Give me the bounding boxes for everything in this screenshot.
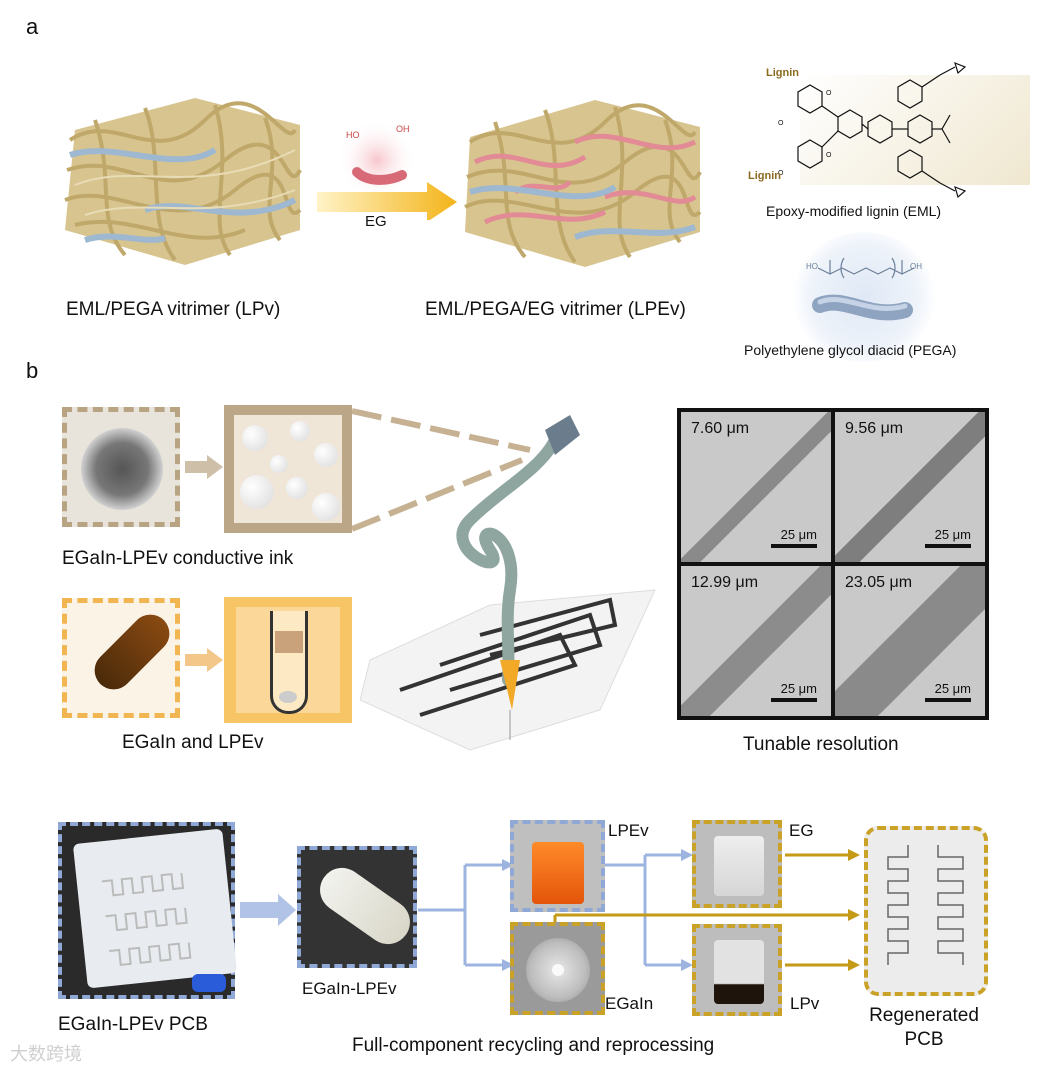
lpv-beaker-photo xyxy=(714,940,764,1004)
egain-lpev-tube-caption: EGaIn-LPEv xyxy=(302,979,397,998)
resolution-caption: Tunable resolution xyxy=(743,734,899,755)
micrograph-value: 9.56 μm xyxy=(845,420,904,437)
svg-text:O: O xyxy=(826,152,832,159)
lpv-network-illustration xyxy=(64,98,302,265)
eml-structure: O O O O xyxy=(778,61,967,199)
pega-oh-label: OH xyxy=(910,262,922,271)
eg-label: EG xyxy=(789,821,814,840)
ink-caption: EGaIn-LPEv conductive ink xyxy=(62,548,294,569)
egain-lpev-caption: EGaIn and LPEv xyxy=(122,732,264,753)
watermark: 大数跨境 xyxy=(10,1044,82,1064)
regenerated-pcb-frame xyxy=(864,826,988,996)
tube-zoom-frame xyxy=(224,597,352,723)
scale-bar xyxy=(925,698,971,702)
vial-arrow xyxy=(185,648,223,672)
vial-photo xyxy=(86,606,178,698)
eg-ho-label: HO xyxy=(346,130,360,140)
eml-caption: Epoxy-modified lignin (EML) xyxy=(766,203,942,219)
pcb-caption: EGaIn-LPEv PCB xyxy=(58,1014,208,1035)
lpev-network-illustration xyxy=(464,100,702,267)
lpev-beaker-photo xyxy=(532,842,584,904)
pcb-photo-frame xyxy=(58,822,238,999)
printing-illustration xyxy=(360,415,656,751)
panel-label-b: b xyxy=(26,358,39,383)
scale-bar xyxy=(925,544,971,548)
micrograph-value: 12.99 μm xyxy=(691,574,759,591)
regenerated-pcb-circuit xyxy=(887,845,964,965)
pega-structure xyxy=(812,257,915,321)
lignin-bottom-label: Lignin xyxy=(748,170,781,182)
lpev-caption: EML/PEGA/EG vitrimer (LPEv) xyxy=(425,299,686,320)
tube-illustration xyxy=(270,611,308,714)
lpev-label: LPEv xyxy=(608,821,649,840)
pega-ho-label: HO xyxy=(806,262,818,271)
pega-caption: Polyethylene glycol diacid (PEGA) xyxy=(744,342,957,358)
lpev-beaker-frame xyxy=(510,820,605,912)
scale-bar-label: 25 μm xyxy=(934,527,971,542)
recycling-flow-arrows xyxy=(240,849,860,971)
pcb-photo xyxy=(72,828,238,989)
egain-lpev-tube-frame xyxy=(297,846,419,968)
lpv-label: LPv xyxy=(790,994,820,1013)
egain-lpev-tube-photo xyxy=(311,859,419,953)
micrograph-9-56: 9.56 μm 25 μm xyxy=(835,412,985,562)
eg-oh-label: OH xyxy=(396,124,410,134)
regenerated-caption-line2: PCB xyxy=(904,1029,944,1050)
ink-droplets xyxy=(234,415,342,523)
regenerated-caption-line1: Regenerated xyxy=(869,1005,979,1026)
svg-text:O: O xyxy=(826,90,832,97)
svg-text:O: O xyxy=(778,170,784,177)
egain-label: EGaIn xyxy=(605,994,654,1013)
egain-dish-frame xyxy=(510,922,605,1015)
scale-bar-label: 25 μm xyxy=(780,527,817,542)
egain-dish-photo xyxy=(526,938,590,1002)
scale-bar-label: 25 μm xyxy=(780,681,817,696)
micrograph-23-05: 23.05 μm 25 μm xyxy=(835,566,985,716)
micrograph-7-60: 7.60 μm 25 μm xyxy=(681,412,831,562)
eg-beaker-photo xyxy=(714,836,764,896)
zoom-projection-lines xyxy=(352,408,531,532)
panel-label-a: a xyxy=(26,14,39,39)
micrograph-12-99: 12.99 μm 25 μm xyxy=(681,566,831,716)
ink-vial-photo xyxy=(81,428,163,510)
lpv-caption: EML/PEGA vitrimer (LPv) xyxy=(66,299,281,320)
scale-bar xyxy=(771,698,817,702)
scale-bar xyxy=(771,544,817,548)
ink-arrow xyxy=(185,455,223,479)
vial-photo-frame xyxy=(62,598,180,718)
process-caption: Full-component recycling and reprocessin… xyxy=(352,1035,715,1056)
micrograph-grid: 7.60 μm 25 μm 9.56 μm 25 μm 12.99 μm 25 … xyxy=(677,408,989,720)
lignin-top-label: Lignin xyxy=(766,67,799,79)
lpv-beaker-frame xyxy=(692,924,782,1016)
eg-arrow xyxy=(317,120,457,220)
micrograph-value: 23.05 μm xyxy=(845,574,913,591)
eg-beaker-frame xyxy=(692,820,782,908)
ink-photo-frame xyxy=(62,407,180,527)
micrograph-value: 7.60 μm xyxy=(691,420,750,437)
eg-arrow-label: EG xyxy=(365,213,387,230)
ink-zoom-frame xyxy=(224,405,352,533)
pega-glow xyxy=(793,232,935,362)
svg-text:O: O xyxy=(778,120,784,127)
scale-bar-label: 25 μm xyxy=(934,681,971,696)
